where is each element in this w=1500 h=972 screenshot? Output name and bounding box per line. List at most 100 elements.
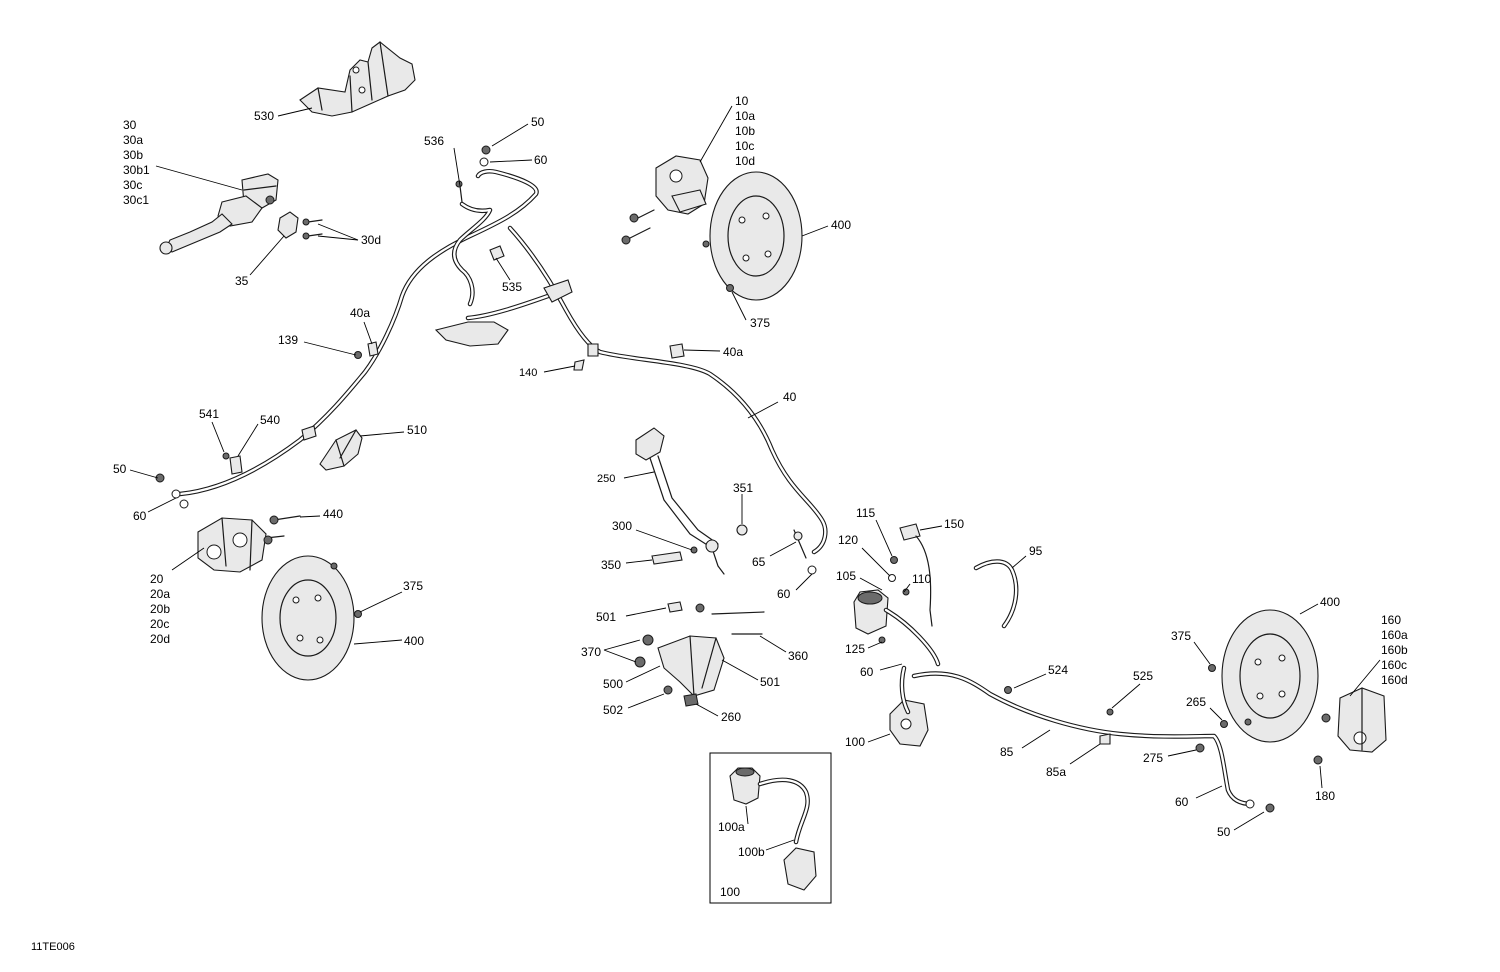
- label-160d: 160d: [1381, 673, 1408, 687]
- label-100b: 100b: [738, 845, 765, 859]
- label-10d: 10d: [735, 154, 756, 168]
- label-440: 440: [323, 507, 344, 521]
- part-400-disc-left: [261, 555, 355, 681]
- part-275-nut: [1195, 743, 1205, 753]
- label-30c: 30c: [123, 178, 143, 192]
- part-535-clip: [434, 245, 573, 347]
- part-115-120-fitting: [888, 556, 898, 582]
- fitting-60-left: [171, 489, 189, 509]
- label-535: 535: [502, 280, 523, 294]
- label-160b: 160b: [1381, 643, 1408, 657]
- part-125-clamp: [878, 636, 886, 644]
- part-150-switch: [899, 523, 933, 627]
- label-541: 541: [199, 407, 220, 421]
- part-536-bolt: [455, 180, 463, 203]
- label-20d: 20d: [150, 632, 171, 646]
- label-50-left: 50: [113, 462, 127, 476]
- label-530: 530: [254, 109, 275, 123]
- label-85a: 85a: [1046, 765, 1067, 779]
- part-350-pin: [651, 551, 683, 565]
- label-30b1: 30b1: [123, 163, 150, 177]
- label-501-bottom: 501: [760, 675, 781, 689]
- part-525-screw: [1106, 708, 1114, 716]
- label-500: 500: [603, 677, 624, 691]
- diagram-id: 11TE006: [31, 941, 75, 953]
- label-50-top: 50: [531, 115, 545, 129]
- label-250: 250: [597, 473, 616, 485]
- label-524: 524: [1048, 663, 1069, 677]
- label-65: 65: [752, 555, 766, 569]
- label-265: 265: [1186, 695, 1207, 709]
- fitting-60-50-right: [1245, 799, 1275, 813]
- label-501-top: 501: [596, 610, 617, 624]
- label-10b: 10b: [735, 124, 756, 138]
- label-100: 100: [845, 735, 866, 749]
- clip-40a-right: [669, 343, 685, 359]
- label-160: 160: [1381, 613, 1402, 627]
- label-95: 95: [1029, 544, 1043, 558]
- leader-lines: [129, 105, 1381, 851]
- part-524-bolt: [1004, 686, 1012, 694]
- part-140-clip: [573, 359, 585, 371]
- label-120: 120: [838, 533, 859, 547]
- part-260-clip: [683, 693, 699, 707]
- label-30c1: 30c1: [123, 193, 150, 207]
- label-40: 40: [783, 390, 797, 404]
- label-60-top: 60: [534, 153, 548, 167]
- label-60-mid2: 60: [860, 665, 874, 679]
- part-375-bolt-left: [330, 562, 362, 618]
- label-300: 300: [612, 519, 633, 533]
- part-85-rear-hose: [911, 671, 1255, 807]
- label-400-top: 400: [831, 218, 852, 232]
- label-40a-right: 40a: [723, 345, 744, 359]
- label-160c: 160c: [1381, 658, 1408, 672]
- label-180: 180: [1315, 789, 1336, 803]
- label-150: 150: [944, 517, 965, 531]
- label-375-left: 375: [403, 579, 424, 593]
- label-100-inset: 100: [720, 885, 741, 899]
- label-10: 10: [735, 94, 749, 108]
- label-110: 110: [912, 572, 932, 586]
- part-95-vent-hose: [973, 559, 1019, 629]
- label-350: 350: [601, 558, 622, 572]
- label-525: 525: [1133, 669, 1154, 683]
- part-100-master-cylinder: [889, 699, 929, 747]
- part-20-caliper-left: [197, 517, 267, 573]
- part-65-pushrod: [793, 529, 807, 559]
- label-50-right: 50: [1217, 825, 1231, 839]
- part-400-disc-right: [1221, 609, 1319, 743]
- inset-100-box: [709, 752, 832, 904]
- label-125: 125: [845, 642, 866, 656]
- part-351-bushing: [736, 524, 748, 536]
- label-group-20: 20 20a 20b 20c 20d: [150, 572, 170, 647]
- part-265-clip: [1220, 720, 1228, 728]
- part-300-spring: [690, 539, 719, 554]
- label-20: 20: [150, 572, 164, 586]
- label-502: 502: [603, 703, 624, 717]
- part-375-bolt-right: [1208, 664, 1252, 726]
- part-250-pedal: [635, 427, 725, 575]
- label-60-mid: 60: [777, 587, 791, 601]
- label-60-right: 60: [1175, 795, 1189, 809]
- label-400-left: 400: [404, 634, 425, 648]
- label-30b: 30b: [123, 148, 144, 162]
- label-10c: 10c: [735, 139, 755, 153]
- label-60-left: 60: [133, 509, 147, 523]
- label-group-160: 160 160a 160b 160c 160d: [1381, 613, 1408, 688]
- label-40a-left: 40a: [350, 306, 371, 320]
- label-510: 510: [407, 423, 428, 437]
- part-375-bolt-top: [702, 240, 734, 292]
- part-500-bracket: [657, 635, 725, 697]
- part-105-reservoir: [853, 589, 889, 635]
- label-139: 139: [278, 333, 299, 347]
- part-370-nuts: [634, 634, 654, 668]
- label-375-top: 375: [750, 316, 771, 330]
- part-30-master-cylinder: [159, 173, 279, 255]
- label-540: 540: [260, 413, 281, 427]
- label-30d: 30d: [361, 233, 382, 247]
- label-10a: 10a: [735, 109, 756, 123]
- label-group-10: 10 10a 10b 10c 10d: [735, 94, 755, 169]
- label-20c: 20c: [150, 617, 170, 631]
- label-360: 360: [788, 649, 809, 663]
